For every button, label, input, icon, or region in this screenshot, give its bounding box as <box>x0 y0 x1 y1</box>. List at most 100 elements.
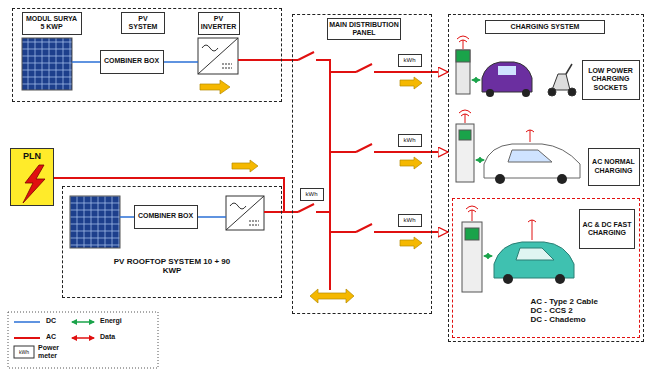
electric-scooter <box>548 88 556 96</box>
electric-car <box>522 89 530 97</box>
ac-wire <box>374 71 432 73</box>
inverter-symbol <box>226 196 264 230</box>
node-label: kWh <box>404 57 416 64</box>
legend-sample <box>72 337 94 339</box>
solar-panel <box>22 38 72 90</box>
node-label: MODUL SURYA 5 KWP <box>25 15 79 31</box>
electric-car <box>482 62 532 92</box>
inverter-symbol <box>198 38 238 74</box>
node-label: COMBINER BOX <box>138 212 193 220</box>
ac-wire <box>356 224 372 232</box>
label-box: MODUL SURYA 5 KWP <box>22 12 82 35</box>
solar-panel <box>70 196 120 248</box>
grid-source: PLN <box>10 148 54 206</box>
solar-panel <box>70 196 120 248</box>
power-meter: kWh <box>300 188 324 201</box>
label-box: PV INVERTER <box>198 12 240 35</box>
legend-frame <box>8 312 158 368</box>
label-box: AC & DC FAST CHARGING <box>579 209 635 249</box>
electric-car <box>503 274 513 284</box>
ac-wire <box>298 52 314 60</box>
inverter-symbol <box>226 196 264 230</box>
node-label: AC - Type 2 Cable <box>531 297 635 306</box>
legend-sample <box>14 346 34 358</box>
energy-flow-arrow <box>400 237 422 249</box>
legend-frame <box>8 312 158 368</box>
combiner-box: COMBINER BOX <box>134 205 198 229</box>
fast-charging-group: AC - Type 2 CableDC - CCS 2DC - ChademoA… <box>452 198 640 338</box>
inverter-symbol <box>202 45 218 51</box>
ac-wire <box>316 59 330 61</box>
energy-flow-arrow <box>400 157 422 169</box>
node-label: kWh <box>404 137 416 144</box>
dc-wire <box>164 61 198 63</box>
charging-post <box>456 124 474 182</box>
node-label: kWh <box>306 191 318 198</box>
electric-car <box>482 62 532 97</box>
power-meter: kWh <box>398 134 422 147</box>
energy-link <box>476 159 484 160</box>
node-label: MAIN DISTRIBUTION PANEL <box>327 18 401 40</box>
system-group: PV SYSTEMMODUL SURYA 5 KWPCOMBINER BOXPV… <box>12 8 282 102</box>
label-box: AC NORMAL CHARGING <box>588 148 640 186</box>
node-label: PV INVERTER <box>201 15 237 31</box>
power-meter: kWh <box>398 214 422 227</box>
energy-flow-arrow <box>400 77 422 89</box>
dc-wire <box>198 216 226 218</box>
inverter-symbol <box>222 64 232 68</box>
solar-panel <box>22 38 72 90</box>
power-line <box>282 211 292 213</box>
ac-wire <box>356 144 372 152</box>
ac-wire <box>374 231 432 233</box>
dc-wire <box>120 216 134 218</box>
ac-wire <box>356 64 372 72</box>
data-antenna <box>472 210 473 221</box>
ac-wire <box>238 52 432 290</box>
charging-post <box>456 50 470 62</box>
legend-label: Power meter <box>38 344 72 360</box>
node-label: CHARGING SYSTEM <box>485 20 605 34</box>
ac-wire <box>374 151 432 153</box>
node-label: LOW POWER CHARGING SOCKETS <box>585 67 637 91</box>
energy-link <box>472 79 480 80</box>
electric-car <box>516 248 554 260</box>
ac-wire <box>264 211 282 213</box>
node-label: PLN <box>11 151 53 161</box>
node-label: kWh <box>404 217 416 224</box>
inverter-symbol <box>198 38 238 74</box>
distribution-panel: MAIN DISTRIBUTION PANEL kWh kWh kWh kWh <box>292 14 432 314</box>
charging-post <box>462 222 482 292</box>
ac-wire <box>329 59 331 290</box>
ac-wire <box>298 204 314 212</box>
node-label: AC & DC FAST CHARGING <box>582 221 632 237</box>
data-antenna <box>463 40 464 49</box>
data-antenna <box>457 36 469 42</box>
legend-label: DC <box>46 317 56 325</box>
energy-link <box>484 255 492 256</box>
node-label: PV SYSTEM <box>121 12 165 34</box>
power-meter: kWh <box>398 54 422 67</box>
ac-wire <box>330 71 356 73</box>
legend-label: AC <box>46 333 56 341</box>
ac-wire <box>330 231 356 233</box>
data-antenna <box>528 220 536 222</box>
electric-car <box>484 144 580 184</box>
electric-car <box>494 242 574 284</box>
charging-post <box>456 50 470 94</box>
node-label: DC - CCS 2 <box>531 306 635 315</box>
energy-flow-arrow <box>232 160 258 172</box>
power-line <box>432 71 448 73</box>
data-antenna <box>457 36 536 240</box>
inverter-symbol <box>198 38 238 74</box>
label-box: LOW POWER CHARGING SOCKETS <box>582 60 640 100</box>
electric-car <box>486 89 494 97</box>
node-label: PV ROOFTOP SYSTEM 10 + 90 KWP <box>107 257 237 275</box>
legend-sample <box>14 337 40 339</box>
charging-post <box>459 130 471 140</box>
data-antenna <box>459 110 471 116</box>
lightning-icon <box>23 165 45 203</box>
energy-flow-arrow <box>200 80 230 94</box>
legend-label: Data <box>100 333 115 341</box>
electric-car <box>484 144 580 178</box>
